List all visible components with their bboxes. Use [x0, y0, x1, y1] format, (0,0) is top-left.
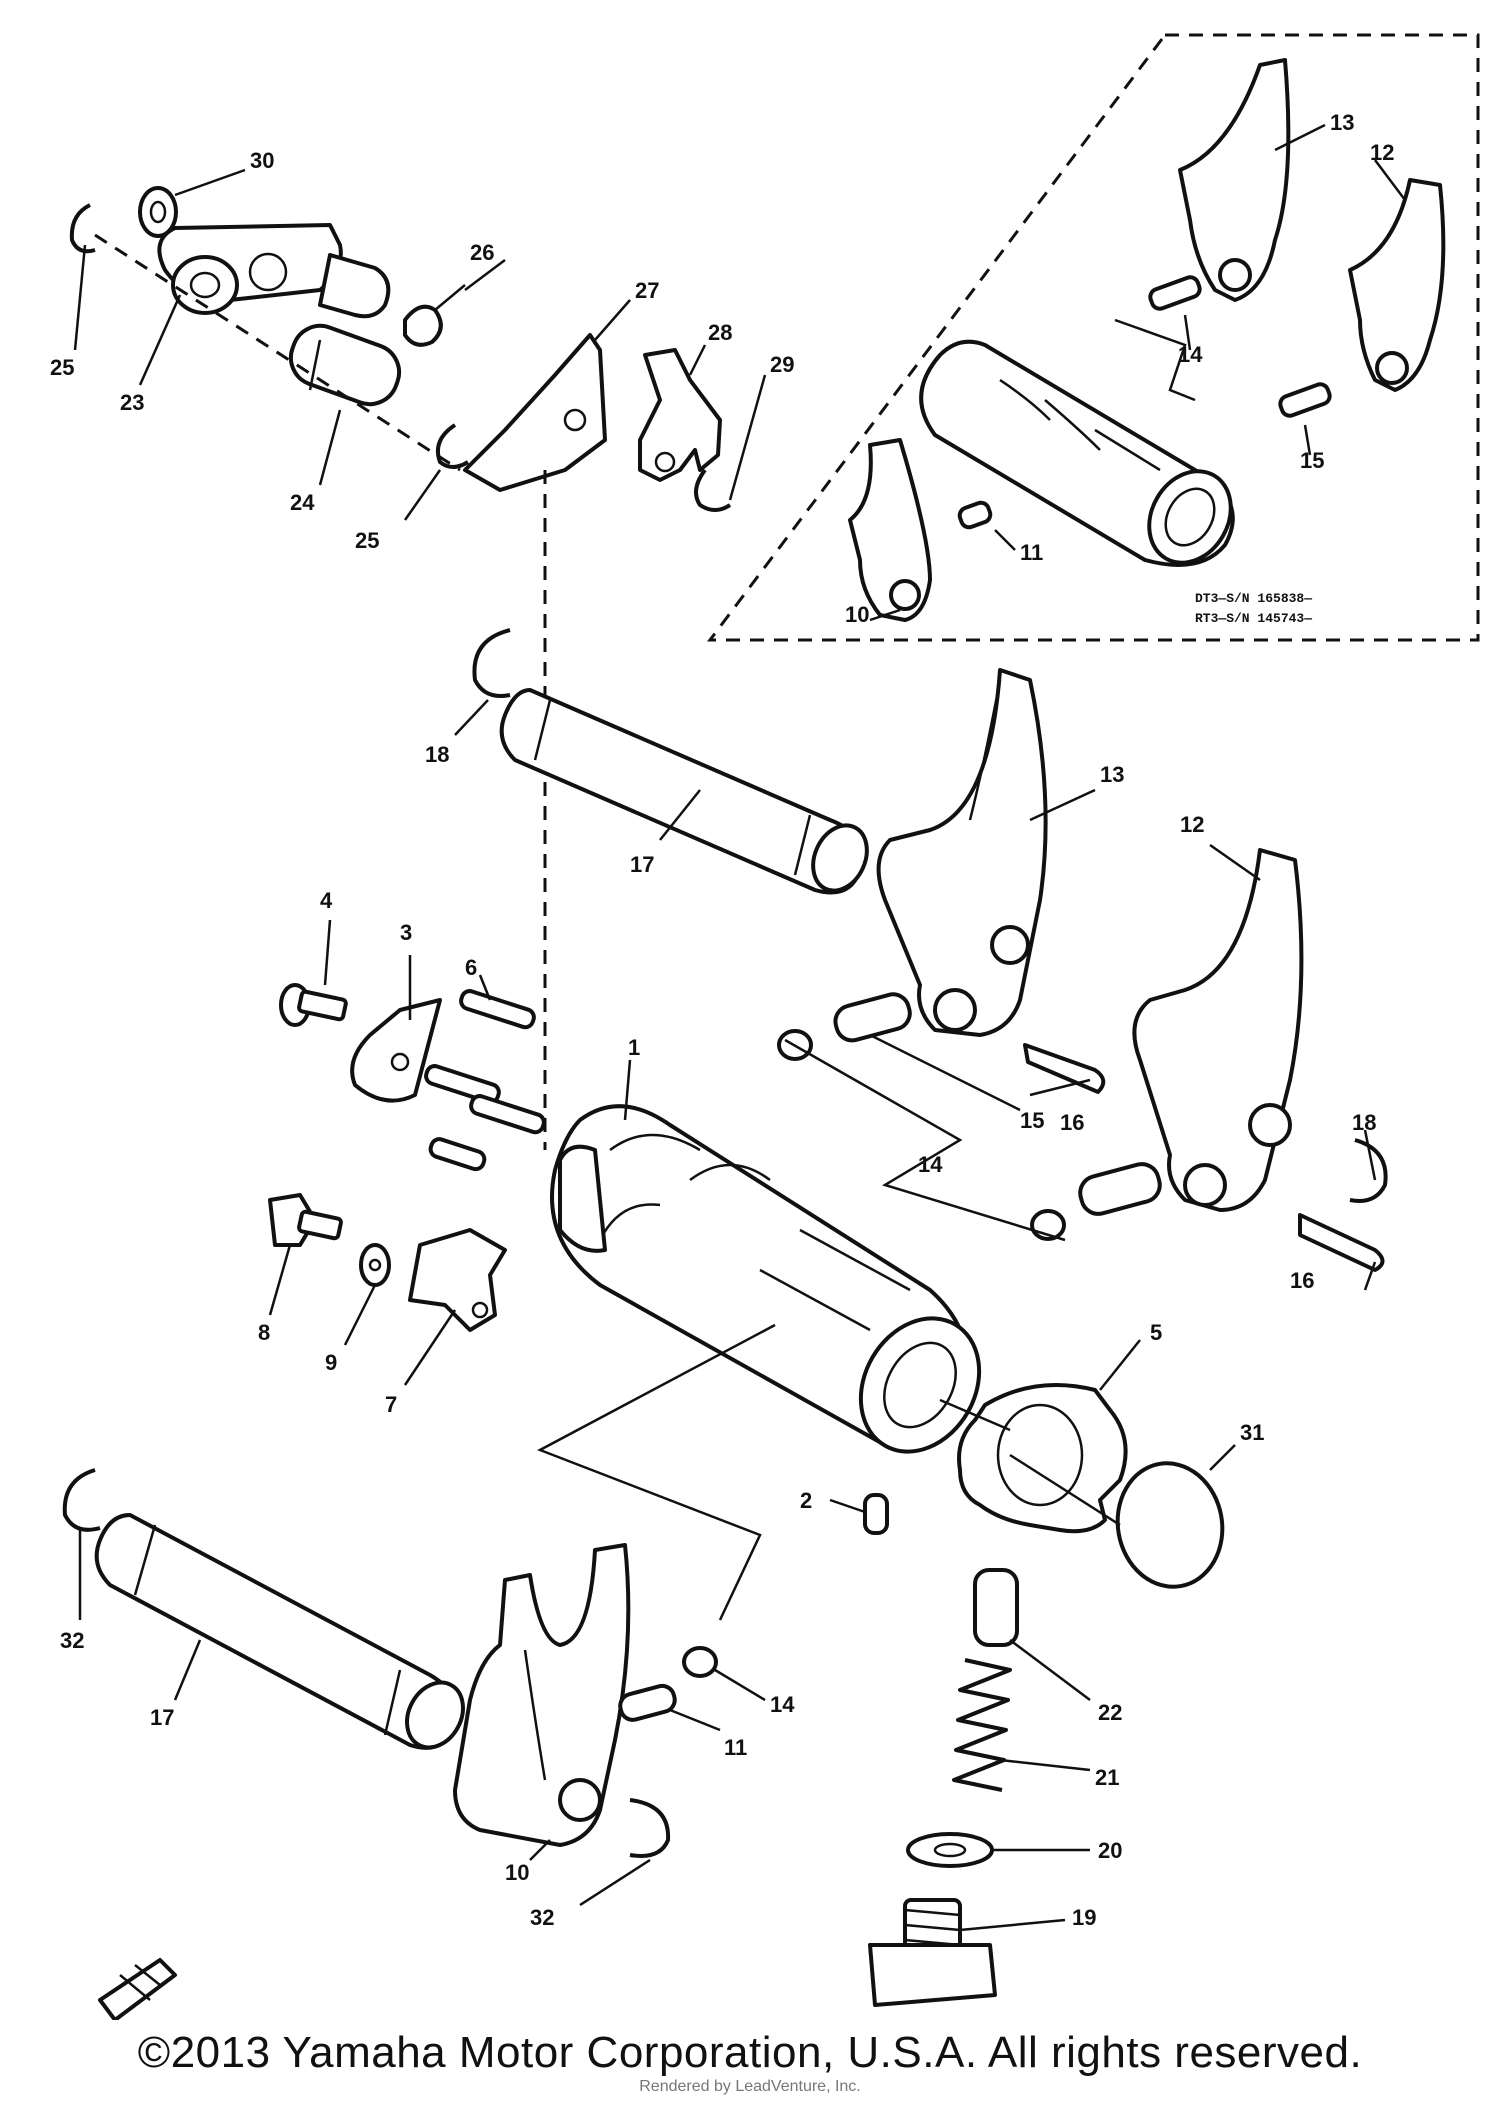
part-1-shift-drum	[550, 1104, 982, 1454]
part-25-circlip-lower	[435, 423, 470, 469]
callout-2: 2	[800, 1488, 812, 1513]
part-13-shift-fork	[876, 668, 1048, 1037]
callout-21: 21	[1095, 1765, 1119, 1790]
part-8-bolt	[268, 1193, 343, 1247]
callout-17-upper: 17	[630, 852, 654, 877]
callout-6: 6	[465, 955, 477, 980]
callout-26: 26	[470, 240, 494, 265]
part-3-drum-plate	[350, 998, 442, 1103]
part-20-washer	[906, 1832, 994, 1868]
part-30-washer	[138, 186, 178, 238]
callout-18-upper: 18	[425, 742, 449, 767]
part-7-stopper-plate	[408, 1228, 507, 1332]
inset-serial-note-1: DT3—S/N 165838—	[1195, 591, 1312, 606]
callout-31: 31	[1240, 1420, 1264, 1445]
part-32-circlip-lower	[629, 1798, 671, 1858]
callout-23: 23	[120, 390, 144, 415]
part-2-pin	[863, 1493, 889, 1535]
part-17-shaft-lower	[94, 1513, 465, 1750]
callout-3: 3	[400, 920, 412, 945]
inset-shift-fork-right	[1348, 178, 1446, 392]
part-17-shaft-upper	[499, 688, 869, 895]
callout-30: 30	[250, 148, 274, 173]
inset-pins	[957, 275, 1332, 530]
callout-24: 24	[290, 490, 315, 515]
exploded-parts-diagram: 13 12 14 15 11 10 DT3—S/N 165838— RT3—S/…	[50, 33, 1480, 2020]
callout-8: 8	[258, 1320, 270, 1345]
callout-16-upper: 16	[1060, 1110, 1084, 1135]
part-18-circlip-right	[1349, 1138, 1388, 1203]
rendered-by-watermark: Rendered by LeadVenture, Inc.	[639, 2078, 861, 2095]
inset-serial-note-2: RT3—S/N 145743—	[1195, 611, 1312, 626]
callout-7: 7	[385, 1392, 397, 1417]
callout-11-lower: 11	[724, 1735, 747, 1760]
front-arrow-icon	[98, 1958, 177, 2020]
callout-14-lower: 14	[770, 1692, 795, 1717]
inset-shift-fork-left	[848, 438, 932, 622]
callout-4: 4	[320, 888, 333, 913]
callout-27: 27	[635, 278, 659, 303]
part-31-cap	[1115, 1461, 1225, 1589]
callout-32-lower: 32	[530, 1905, 554, 1930]
part-5-segment	[957, 1383, 1128, 1534]
part-11-roller	[618, 1683, 677, 1722]
callout-32-upper: 32	[60, 1628, 84, 1653]
part-14-roller-lower	[682, 1646, 718, 1678]
inset-callout-15: 15	[1300, 448, 1324, 473]
callout-19: 19	[1072, 1905, 1096, 1930]
callout-20: 20	[1098, 1838, 1122, 1863]
part-9-washer	[359, 1243, 391, 1287]
part-19-bolt	[868, 1898, 997, 2007]
inset-callout-11: 11	[1020, 540, 1043, 565]
part-27-plate	[463, 333, 607, 492]
inset-shift-drum	[919, 339, 1235, 567]
inset-callout-10: 10	[845, 602, 869, 627]
part-29-circlip	[694, 468, 732, 512]
part-21-spring	[952, 1658, 1012, 1792]
callout-29: 29	[770, 352, 794, 377]
callout-14-upper: 14	[918, 1152, 943, 1177]
part-10-shift-fork	[453, 1543, 631, 1847]
main-leaders	[78, 699, 1377, 1932]
callout-25-upper: 25	[50, 355, 74, 380]
callout-22: 22	[1098, 1700, 1122, 1725]
part-18-circlip-upper	[472, 628, 511, 698]
callout-17-lower: 17	[150, 1705, 174, 1730]
callout-16-right: 16	[1290, 1268, 1314, 1293]
inset-leaders	[869, 123, 1406, 622]
part-22-plunger	[973, 1568, 1019, 1647]
part-28-stopper-lever	[638, 348, 722, 482]
part-26-spring	[403, 284, 466, 347]
inset-shift-fork-upper	[1178, 58, 1291, 302]
callout-5: 5	[1150, 1320, 1162, 1345]
inset-callout-12: 12	[1370, 140, 1394, 165]
callout-15: 15	[1020, 1108, 1044, 1133]
part-6-dowel-pins	[424, 989, 546, 1172]
inset-boundary	[706, 33, 1480, 642]
top-group-leaders	[73, 168, 767, 1150]
part-15-rollers	[833, 992, 1162, 1216]
callout-25-lower: 25	[355, 528, 379, 553]
part-12-shift-fork	[1132, 848, 1304, 1212]
callout-28: 28	[708, 320, 732, 345]
part-25-circlip-upper	[69, 203, 96, 254]
callout-1: 1	[628, 1035, 640, 1060]
copyright-notice: ©2013 Yamaha Motor Corporation, U.S.A. A…	[137, 2028, 1363, 2077]
callout-12: 12	[1180, 812, 1204, 837]
part-23-shift-arm	[157, 223, 391, 319]
callout-18-right: 18	[1352, 1110, 1376, 1135]
part-24-pin	[288, 323, 402, 407]
part-4-screw	[279, 983, 348, 1027]
callout-13: 13	[1100, 762, 1124, 787]
callout-9: 9	[325, 1350, 337, 1375]
inset-callout-14: 14	[1178, 342, 1203, 367]
part-32-circlip-upper	[62, 1468, 101, 1532]
callout-10: 10	[505, 1860, 529, 1885]
part-16-cotter-pins	[1023, 1043, 1385, 1272]
inset-callout-13: 13	[1330, 110, 1354, 135]
